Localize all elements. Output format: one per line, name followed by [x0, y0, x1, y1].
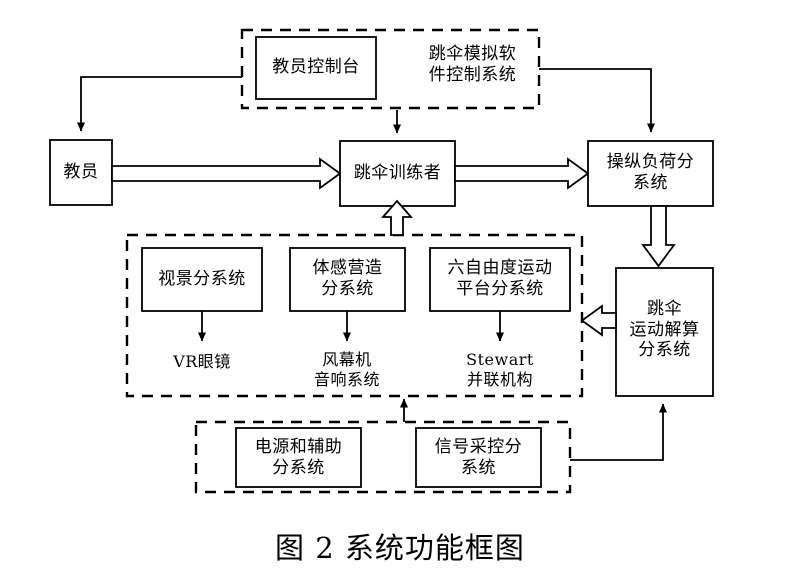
instructor-label: 教员 [63, 162, 99, 182]
support-subsystems-group-outline [194, 420, 572, 494]
software-control-group-outline [240, 28, 541, 110]
somatosensory-subsystem-box[interactable] [289, 247, 406, 312]
simulation-subsystems-group-outline [125, 233, 584, 398]
stewart-platform-label: Stewart 并联机构 [466, 350, 534, 389]
connector-signal-to-motion-solver [570, 403, 667, 461]
connector-software-to-instructor [77, 76, 242, 132]
trainee-label: 跳伞训练者 [353, 163, 442, 183]
hollow-arrow-simulation-to-trainee [381, 199, 413, 236]
wind-curtain-audio-label: 风幕机 音响系统 [313, 350, 380, 389]
signal-acquisition-subsystem-label: 信号采控分 系统 [434, 437, 523, 478]
instructor-console-box[interactable] [255, 36, 377, 100]
software-control-group-label: 跳伞模拟软 件控制系统 [428, 44, 517, 85]
power-aux-subsystem-box[interactable] [235, 427, 362, 488]
power-aux-subsystem-label: 电源和辅助 分系统 [254, 437, 343, 478]
visual-subsystem-label: 视景分系统 [158, 269, 246, 289]
hollow-arrow-motion-solver-to-simulation [580, 304, 617, 337]
hollow-arrow-control-load-to-motion-solver [641, 205, 676, 268]
connector-software-to-control-load [539, 68, 655, 133]
motion-solver-subsystem-box[interactable] [615, 267, 714, 397]
signal-acquisition-subsystem-box[interactable] [415, 427, 542, 488]
hollow-arrow-trainee-to-control-load [454, 157, 590, 190]
visual-subsystem-box[interactable] [141, 247, 263, 312]
control-load-subsystem-label: 操纵负荷分 系统 [606, 152, 695, 193]
hollow-arrow-instructor-to-trainee [111, 157, 342, 190]
six-dof-platform-subsystem-label: 六自由度运动 平台分系统 [447, 258, 553, 299]
figure-caption: 图 2 系统功能框图 [275, 531, 525, 565]
motion-solver-subsystem-label: 跳伞 运动解算 分系统 [629, 299, 700, 361]
somatosensory-subsystem-label: 体感营造 分系统 [312, 258, 383, 299]
vr-glasses-label: VR眼镜 [173, 352, 231, 371]
instructor-console-label: 教员控制台 [272, 57, 360, 77]
